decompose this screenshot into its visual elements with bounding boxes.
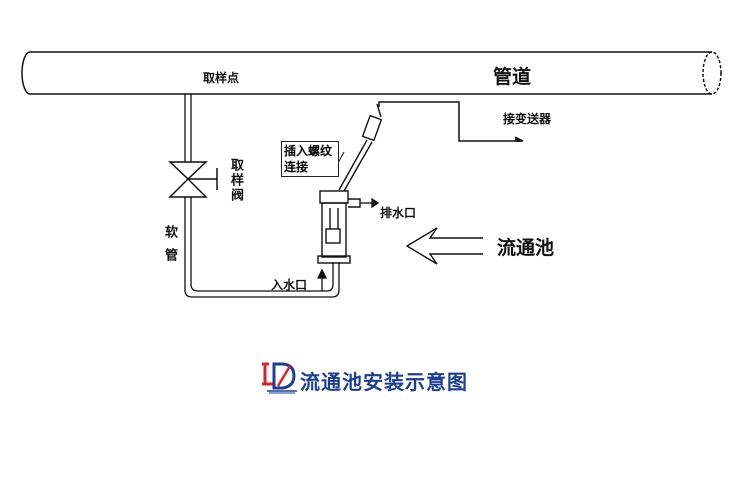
insert-thread-callout: 插入螺纹连接 [281, 141, 339, 177]
pipe-label: 管道 [493, 66, 532, 88]
drain-arrow [360, 197, 380, 209]
flow-cell-body [317, 190, 361, 264]
sampling-valve [168, 161, 218, 198]
diagram-caption: 流通池安装示意图 [300, 370, 468, 394]
flow-cell-label: 流通池 [497, 237, 555, 259]
hose-label: 软管 [162, 225, 177, 271]
sampling-tube [184, 94, 340, 298]
sampling-point-label: 取样点 [203, 71, 240, 85]
inlet-label: 入水口 [271, 278, 308, 292]
company-logo [262, 362, 297, 394]
main-pipe [21, 51, 722, 95]
sampling-valve-label: 取样阀 [228, 158, 243, 203]
drain-label: 排水口 [380, 206, 417, 220]
transmitter-label: 接变送器 [503, 112, 552, 126]
inlet-arrow [316, 268, 328, 291]
signal-cable [378, 101, 524, 142]
sensor-probe [338, 103, 383, 192]
flow-cell-pointer-arrow [405, 227, 483, 265]
